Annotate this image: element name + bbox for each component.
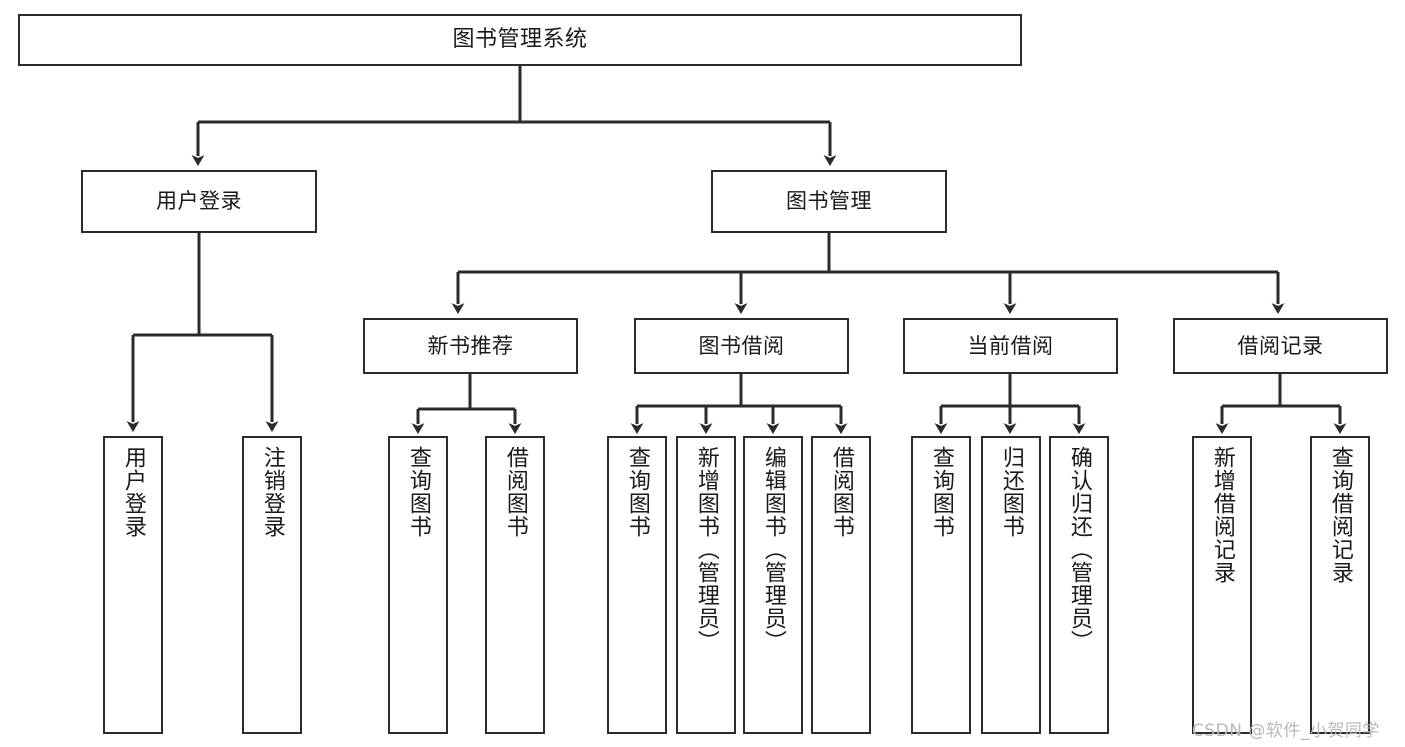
- node-leaf-return-book[interactable]: 归还图书: [981, 436, 1041, 734]
- node-book-manage[interactable]: 图书管理: [711, 170, 947, 233]
- node-user-login[interactable]: 用户登录: [81, 170, 317, 233]
- node-root[interactable]: 图书管理系统: [18, 14, 1022, 66]
- node-book-borrow[interactable]: 图书借阅: [634, 318, 849, 374]
- node-current-borrow-label: 当前借阅: [967, 333, 1054, 358]
- node-leaf-confirm-return[interactable]: 确认归还（管理员）: [1049, 436, 1109, 734]
- node-new-book-rec-label: 新书推荐: [427, 333, 514, 358]
- node-current-borrow[interactable]: 当前借阅: [903, 318, 1118, 374]
- node-book-manage-label: 图书管理: [786, 189, 872, 214]
- node-leaf-user-login[interactable]: 用户登录: [103, 436, 163, 734]
- node-leaf-borrow-book[interactable]: 借阅图书: [811, 436, 871, 734]
- node-user-login-label: 用户登录: [156, 189, 242, 214]
- node-leaf-borrow-book-rec[interactable]: 借阅图书: [485, 436, 545, 734]
- node-root-label: 图书管理系统: [452, 27, 588, 53]
- node-leaf-add-record[interactable]: 新增借阅记录: [1192, 436, 1252, 734]
- node-leaf-user-login-label: 用户登录: [120, 446, 146, 538]
- node-leaf-query-book-rec[interactable]: 查询图书: [388, 436, 448, 734]
- node-leaf-query-book-cur-label: 查询图书: [928, 446, 954, 538]
- watermark-text: CSDN @软件_小贺同学: [1192, 721, 1380, 741]
- node-leaf-borrow-book-rec-label: 借阅图书: [502, 446, 528, 538]
- node-leaf-add-book-label: 新增图书（管理员）: [693, 446, 719, 653]
- node-leaf-edit-book[interactable]: 编辑图书（管理员）: [743, 436, 803, 734]
- node-leaf-query-book-cur[interactable]: 查询图书: [911, 436, 971, 734]
- node-leaf-return-book-label: 归还图书: [998, 446, 1024, 538]
- node-leaf-confirm-return-label: 确认归还（管理员）: [1066, 446, 1092, 653]
- node-leaf-borrow-book-label: 借阅图书: [828, 446, 854, 538]
- node-book-borrow-label: 图书借阅: [698, 333, 785, 358]
- node-leaf-add-record-label: 新增借阅记录: [1209, 446, 1235, 584]
- node-leaf-edit-book-label: 编辑图书（管理员）: [760, 446, 786, 653]
- node-leaf-query-record[interactable]: 查询借阅记录: [1310, 436, 1370, 734]
- node-borrow-record-label: 借阅记录: [1237, 333, 1324, 358]
- node-leaf-logout[interactable]: 注销登录: [242, 436, 302, 734]
- node-borrow-record[interactable]: 借阅记录: [1173, 318, 1388, 374]
- node-leaf-logout-label: 注销登录: [259, 446, 285, 538]
- node-leaf-query-book-rec-label: 查询图书: [405, 446, 431, 538]
- node-leaf-add-book[interactable]: 新增图书（管理员）: [676, 436, 736, 734]
- node-leaf-query-record-label: 查询借阅记录: [1327, 446, 1353, 584]
- node-leaf-query-book-borrow[interactable]: 查询图书: [607, 436, 667, 734]
- node-new-book-rec[interactable]: 新书推荐: [363, 318, 578, 374]
- node-leaf-query-book-borrow-label: 查询图书: [624, 446, 650, 538]
